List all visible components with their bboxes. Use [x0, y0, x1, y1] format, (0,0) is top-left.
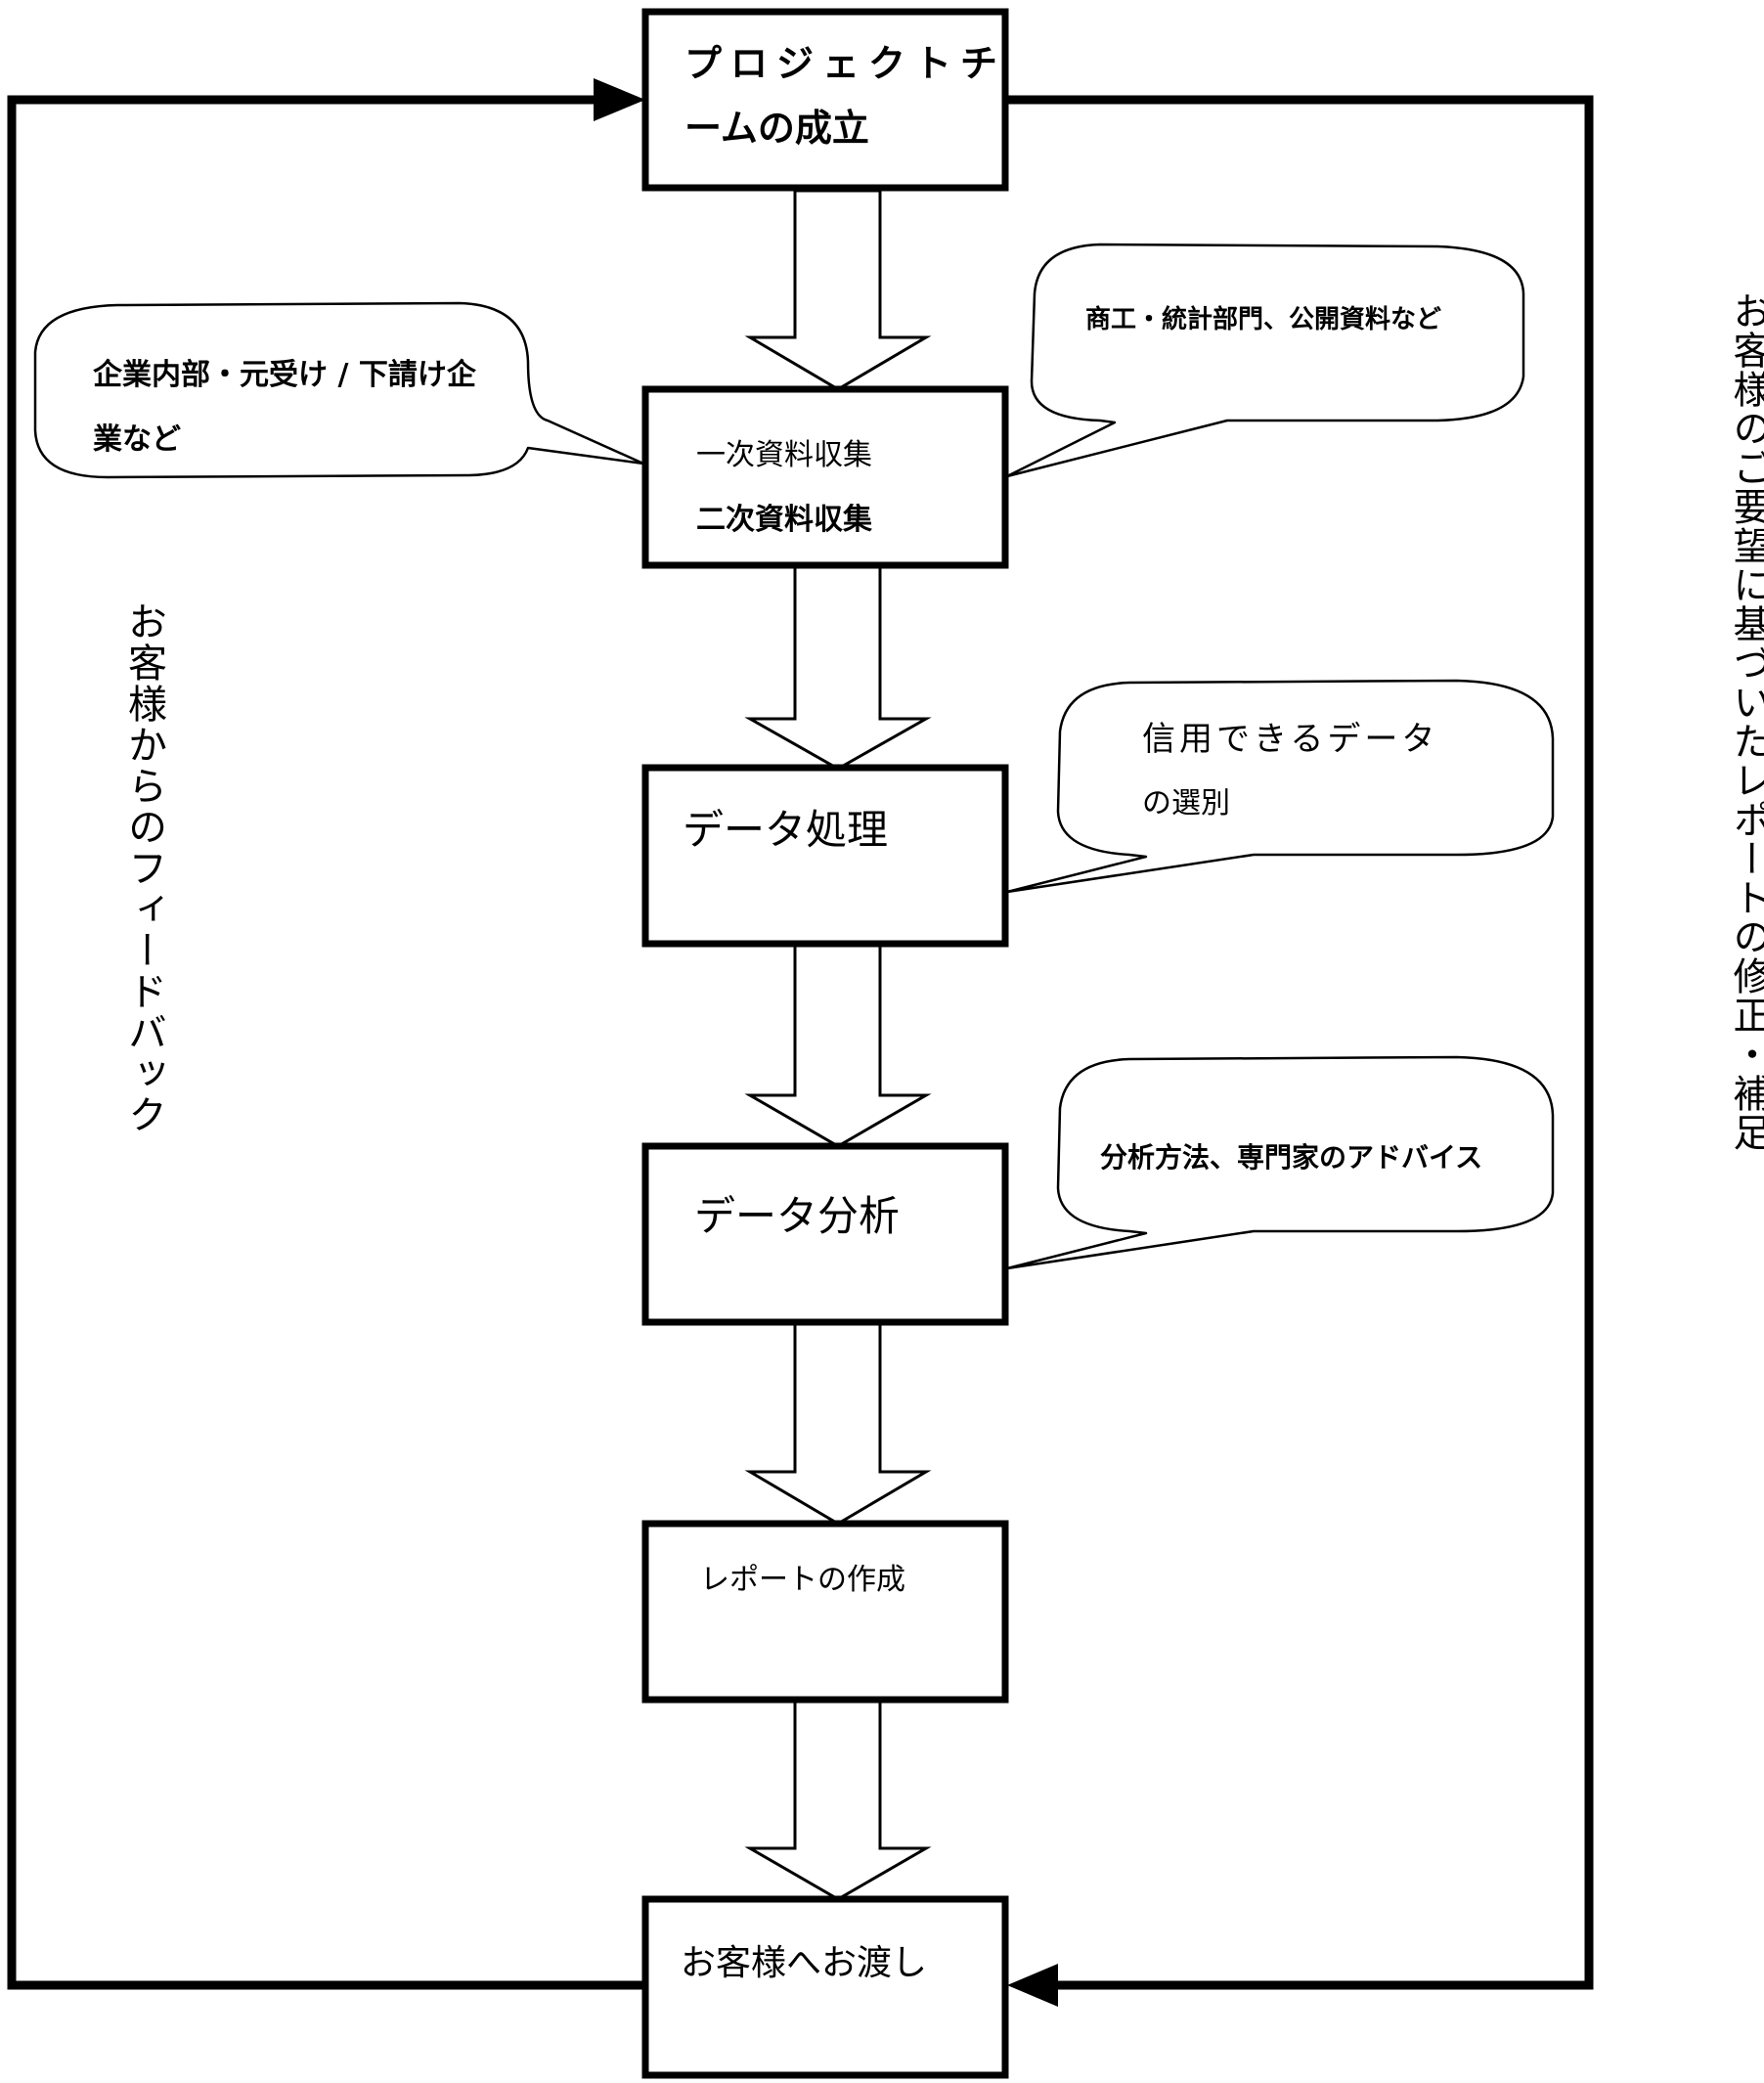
step-5-label: レポートの作成	[700, 1563, 905, 1597]
step-box-4	[641, 1142, 1009, 1326]
step-1-line-2: ームの成立	[684, 107, 869, 150]
step-1-line-1: プロジェクトチ	[684, 42, 1007, 85]
callout-expert-text: 分析方法、専門家のアドバイス	[1100, 1141, 1483, 1174]
step-2-line-1: 一次資料収集	[696, 438, 872, 472]
callout-reliable-line-2: の選別	[1142, 786, 1230, 820]
step-box-3	[641, 764, 1009, 948]
step-box-2	[641, 385, 1009, 569]
flow-arrow-1	[744, 189, 932, 391]
callout-bubble-internal	[33, 301, 645, 479]
callout-bubble-public	[1005, 243, 1525, 478]
flow-arrow-5	[744, 1698, 932, 1901]
callout-bubble-reliable	[1005, 679, 1555, 894]
callout-bubble-expert	[1005, 1055, 1555, 1270]
callout-internal-line-2: 業など	[93, 422, 181, 457]
left-feedback-arrowhead	[594, 78, 645, 121]
step-6-label: お客様へお渡し	[681, 1943, 928, 1983]
flow-arrow-3	[744, 942, 932, 1148]
flow-arrow-4	[744, 1320, 932, 1526]
flow-arrow-2	[744, 565, 932, 771]
step-box-5	[641, 1520, 1009, 1704]
left-feedback-label: お客様からのフィードバック	[121, 601, 166, 1135]
right-revision-label: お客様のご要望に基づいたレポートの修正・補足	[1727, 291, 1764, 1152]
right-revision-arrowhead	[1007, 1964, 1058, 2007]
step-2-line-2: 二次資料収集	[696, 503, 872, 537]
left-feedback-line	[7, 95, 643, 1990]
callout-reliable-line-1: 信用できるデータ	[1142, 720, 1439, 759]
step-box-6	[641, 1895, 1009, 2079]
right-revision-line	[1005, 95, 1594, 1990]
callout-internal-line-1: 企業内部・元受け / 下請け企	[93, 358, 476, 392]
step-box-1	[641, 8, 1009, 192]
step-4-label: データ分析	[694, 1192, 901, 1240]
step-3-label: データ処理	[683, 806, 889, 854]
callout-public-text: 商工・統計部門、公開資料など	[1085, 305, 1442, 334]
